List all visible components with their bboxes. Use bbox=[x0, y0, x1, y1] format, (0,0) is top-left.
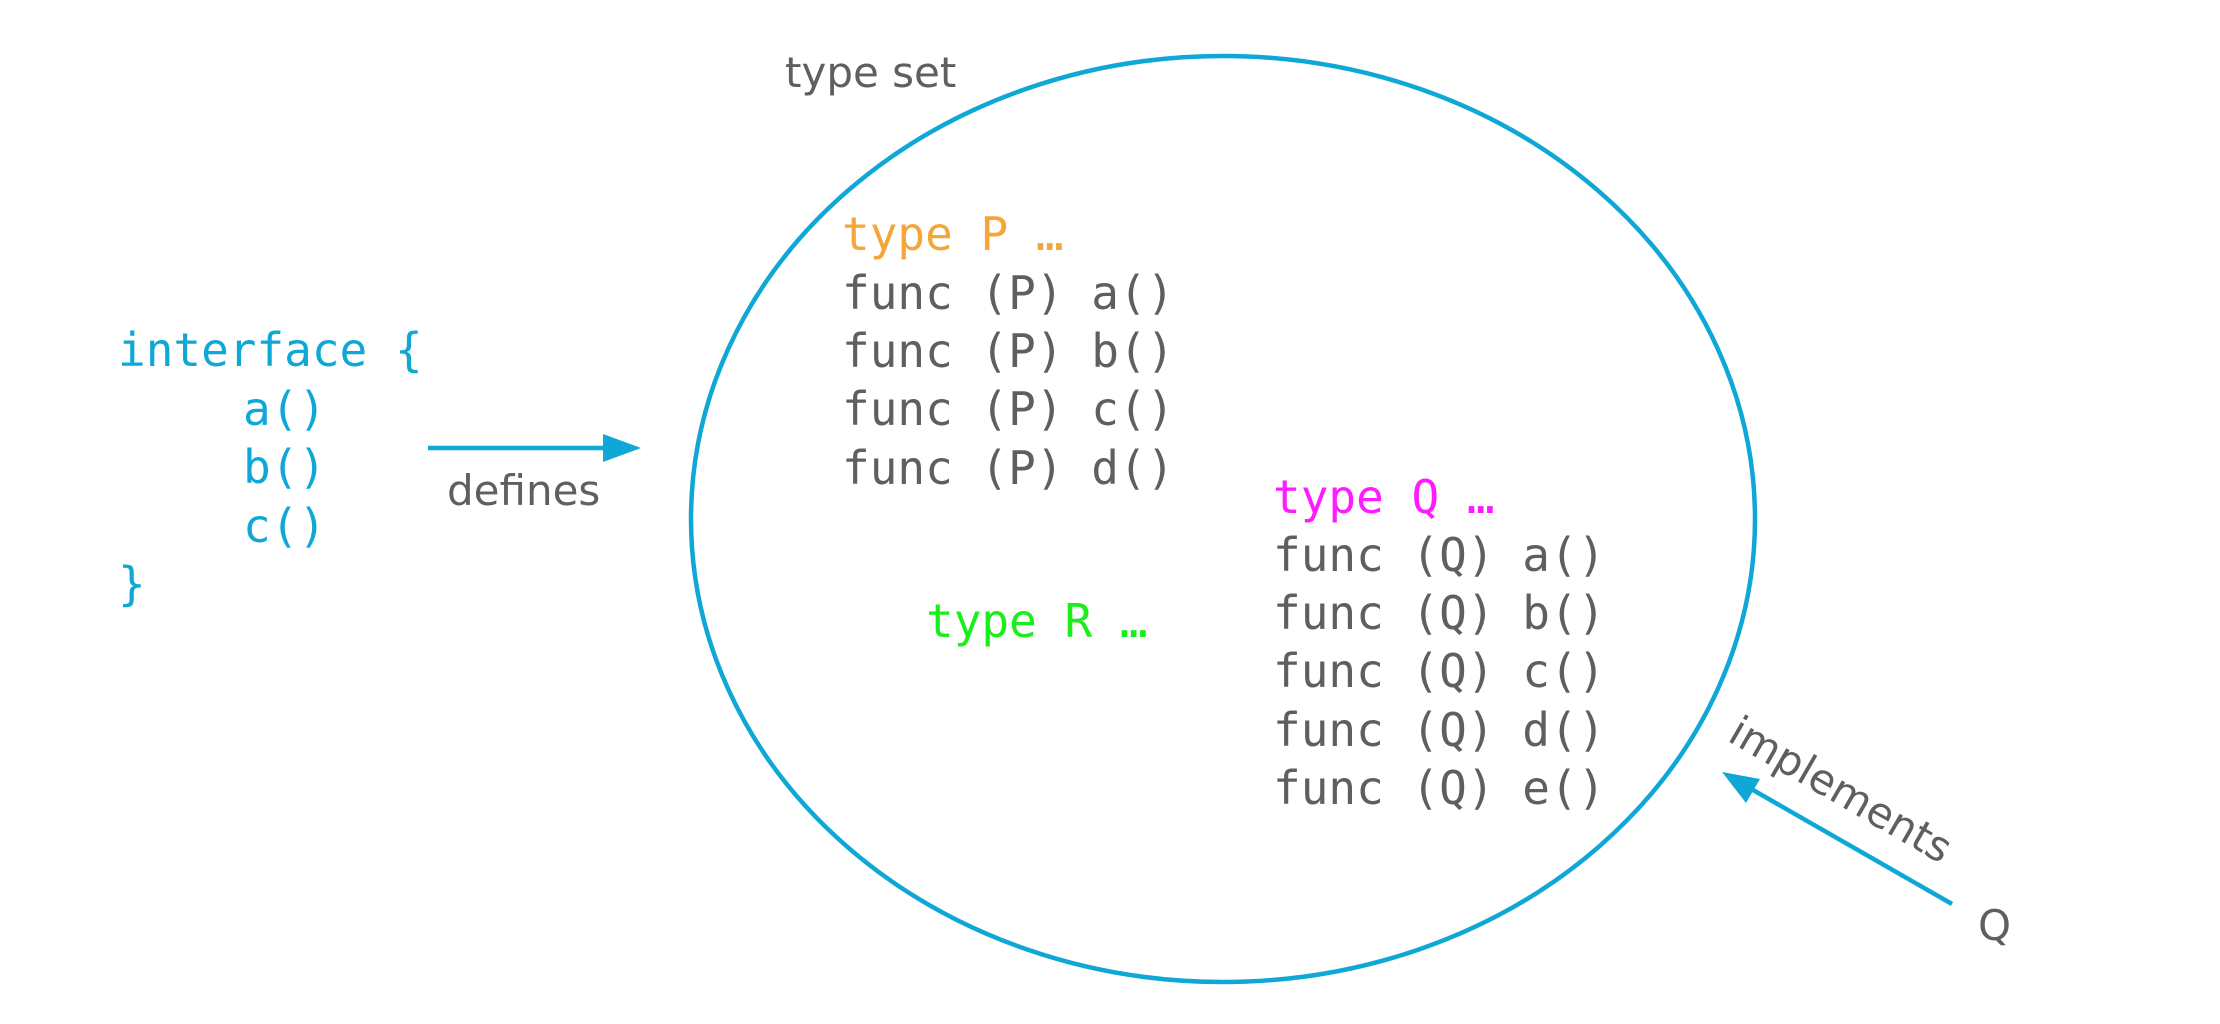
type-p-method: func (P) a() bbox=[842, 266, 1174, 320]
type-q-method: func (Q) e() bbox=[1273, 761, 1605, 815]
interface-line-close: } bbox=[118, 557, 146, 611]
type-p-header: type P … bbox=[842, 207, 1064, 261]
type-q-method: func (Q) a() bbox=[1273, 528, 1605, 582]
interface-block: interface { a() b() c() } bbox=[118, 323, 423, 611]
type-set-ellipse bbox=[688, 53, 1758, 985]
type-q-method: func (Q) d() bbox=[1273, 703, 1605, 757]
implements-arrow-shaft bbox=[1751, 788, 1954, 906]
defines-arrow bbox=[428, 434, 641, 462]
type-set-label: type set bbox=[785, 48, 956, 97]
type-p-method: func (P) b() bbox=[842, 324, 1174, 378]
type-p-block: type P … func (P) a() func (P) b() func … bbox=[842, 207, 1174, 495]
type-p-method: func (P) c() bbox=[842, 382, 1174, 436]
interface-line-b: b() bbox=[243, 440, 326, 494]
defines-label: defines bbox=[447, 466, 600, 515]
interface-line-header: interface { bbox=[118, 323, 423, 377]
interface-line-c: c() bbox=[243, 499, 326, 553]
type-q-block: type Q … func (Q) a() func (Q) b() func … bbox=[1273, 470, 1605, 815]
type-q-method: func (Q) c() bbox=[1273, 644, 1605, 698]
defines-arrow-head bbox=[603, 434, 641, 462]
type-r-header: type R … bbox=[926, 594, 1148, 648]
implements-arrow-head bbox=[1722, 772, 1760, 803]
type-q-header: type Q … bbox=[1273, 470, 1495, 524]
type-p-method: func (P) d() bbox=[842, 441, 1174, 495]
type-q-method: func (Q) b() bbox=[1273, 586, 1605, 640]
interface-line-a: a() bbox=[243, 382, 326, 436]
implements-label: implements bbox=[1721, 706, 1961, 873]
implements-arrow bbox=[1722, 772, 1954, 906]
q-label: Q bbox=[1978, 901, 2011, 950]
